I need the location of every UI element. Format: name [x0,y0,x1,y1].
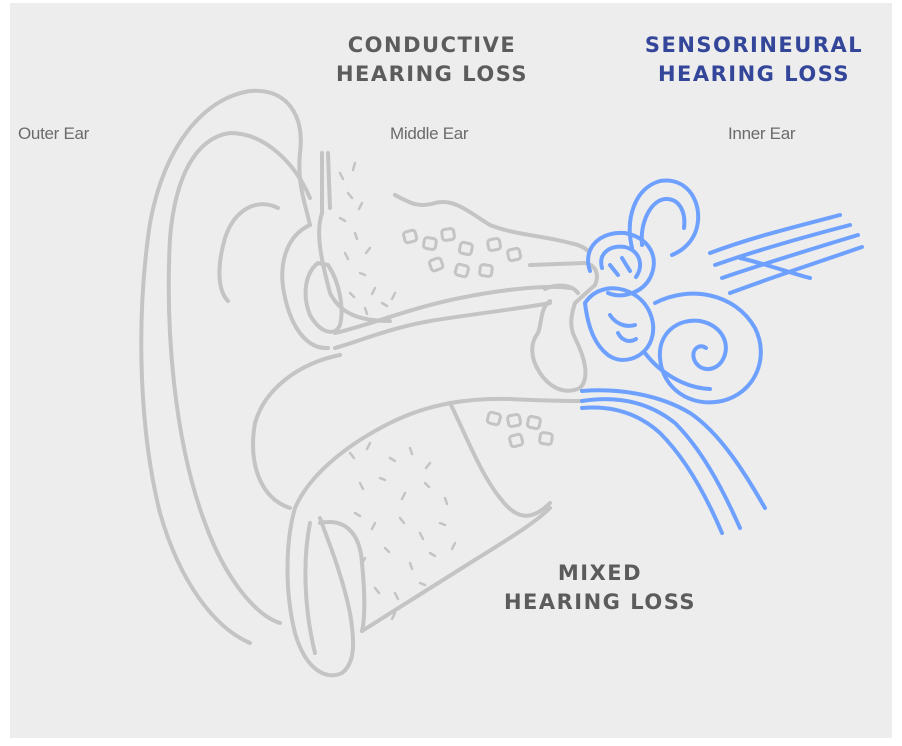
conductive-heading-line1: CONDUCTIVE [332,31,532,60]
ear-anatomy-illustration [10,3,892,738]
ossicles [530,263,597,391]
mixed-heading-line1: MIXED [500,559,700,588]
outer-ear-label: Outer Ear [18,124,89,144]
antihelix [219,204,278,301]
sensorineural-heading-line1: SENSORINEURAL [640,31,868,60]
semicircular-canal-posterior [588,233,654,295]
temporal-bone-lower [295,399,582,508]
middle-ear-label: Middle Ear [390,124,468,144]
diagram-panel: CONDUCTIVE HEARING LOSS SENSORINEURAL HE… [10,3,892,738]
cochlea [655,294,761,403]
conductive-heading-line2: HEARING LOSS [332,60,532,89]
mixed-heading: MIXED HEARING LOSS [500,559,700,617]
mixed-heading-line2: HEARING LOSS [500,588,700,617]
pinna-outline [141,91,310,643]
eustachian-tube [582,399,740,528]
sensorineural-heading-line2: HEARING LOSS [640,60,868,89]
conductive-heading: CONDUCTIVE HEARING LOSS [332,31,532,89]
inner-ear-label: Inner Ear [728,124,795,144]
sensorineural-heading: SENSORINEURAL HEARING LOSS [640,31,868,89]
ear-canal-lower [253,355,340,508]
